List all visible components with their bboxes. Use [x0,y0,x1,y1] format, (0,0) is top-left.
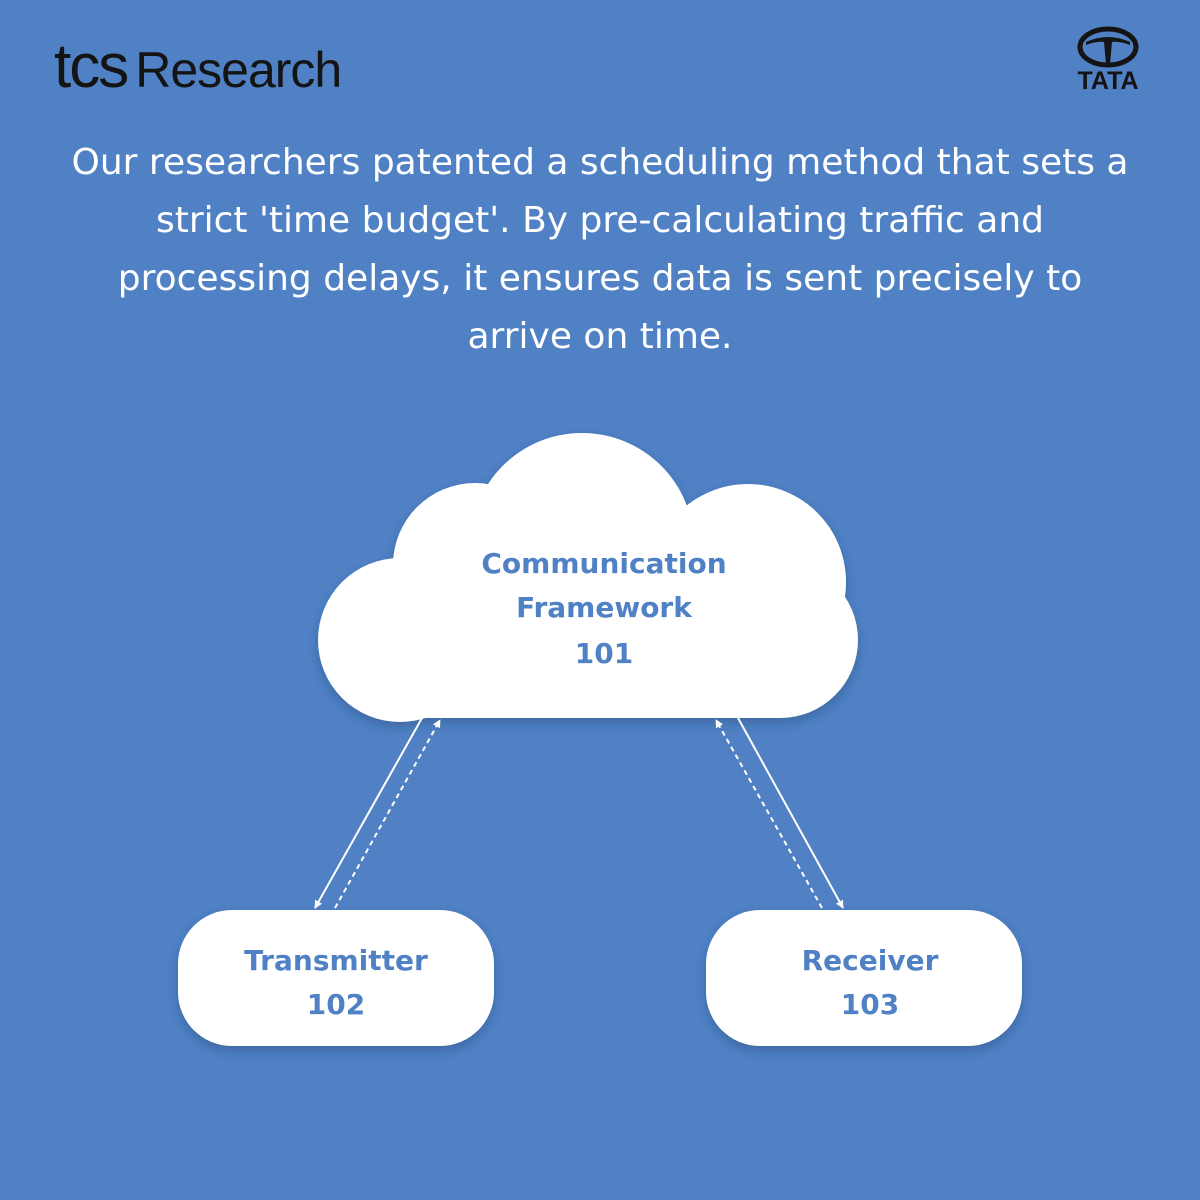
cloud-ref-number: 101 [575,637,633,670]
tata-logo: TATA [1064,26,1152,94]
transmitter-ref-number: 102 [307,988,365,1021]
cloud-label-line2: Framework [516,591,693,624]
transmitter-node: Transmitter 102 [178,910,494,1046]
arrow-cloud-to-receiver [737,717,844,909]
transmitter-label: Transmitter [244,944,428,977]
headline-text: Our researchers patented a scheduling me… [71,142,1129,357]
cloud-shape [318,433,858,722]
communication-framework-cloud: Communication Framework 101 [318,433,858,722]
receiver-ref-number: 103 [841,988,899,1021]
tcs-research-logo: tcs Research [54,32,342,101]
arrow-transmitter-to-cloud-dashed [334,719,441,909]
arrow-cloud-to-transmitter [314,717,423,909]
receiver-node: Receiver 103 [706,910,1022,1046]
arrow-receiver-to-cloud-dashed [715,719,823,909]
tata-wordmark: TATA [1077,67,1139,95]
receiver-box [706,910,1022,1046]
cloud-label-line1: Communication [481,547,726,580]
receiver-label: Receiver [802,944,939,977]
transmitter-box [178,910,494,1046]
research-wordmark: Research [135,42,342,98]
tcs-wordmark: tcs [54,32,129,101]
tata-emblem-icon [1077,26,1139,68]
